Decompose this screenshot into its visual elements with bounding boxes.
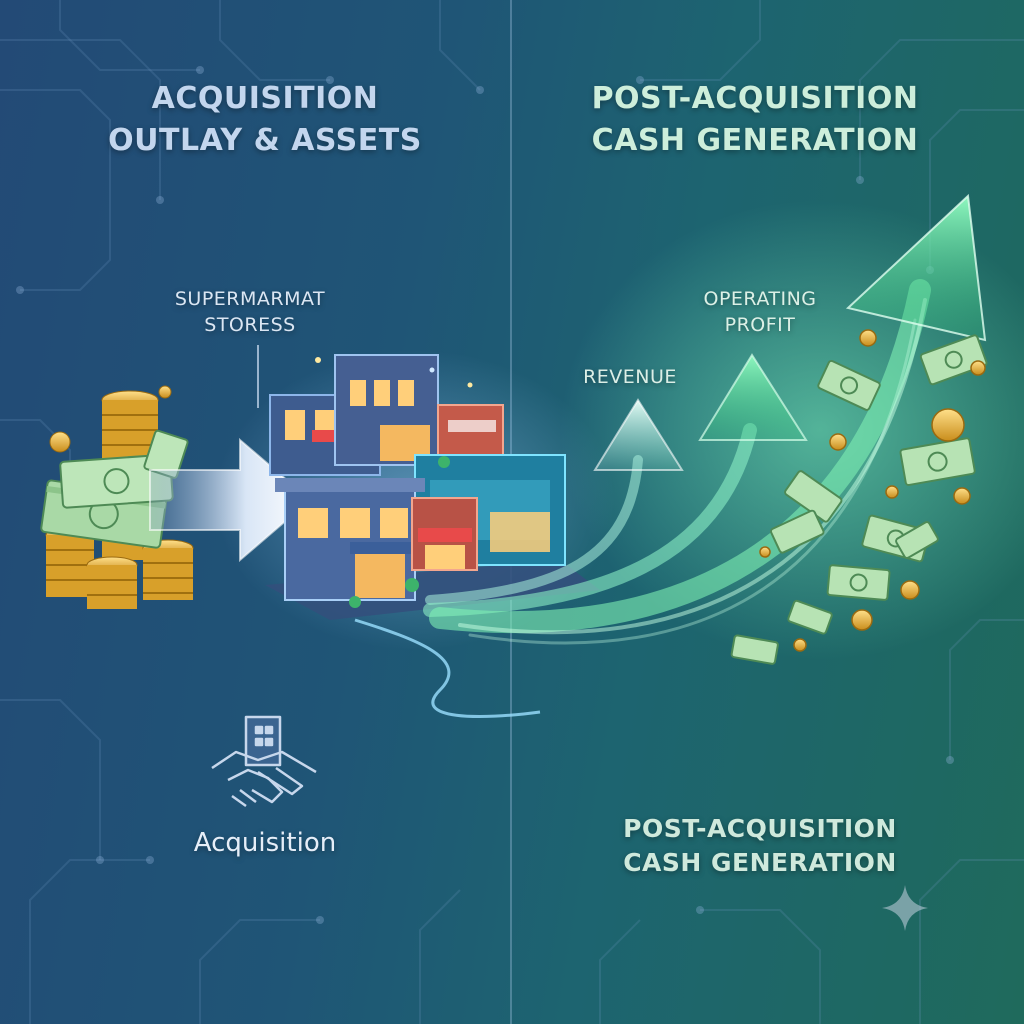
right-title-line1: POST-ACQUISITION [591,81,919,116]
profit-label-line2: PROFIT [724,314,796,336]
bottom-cash-generation-title: POST-ACQUISITION CASH GENERATION [590,812,930,880]
flying-coins [759,329,986,652]
profit-label-line1: OPERATING [703,288,817,310]
operating-profit-label: OPERATING PROFIT [670,286,850,338]
bottom-title-line1: POST-ACQUISITION [623,814,897,843]
right-title-line2: CASH GENERATION [591,123,919,158]
handshake-building-icon [211,715,317,808]
flying-banknotes [730,334,988,665]
stores-label-line1: SUPERMARMAT [174,288,326,310]
banknote-icon [40,429,189,549]
bottom-title-line2: CASH GENERATION [623,848,897,877]
stores-label-line2: STORESS [204,314,296,336]
stores-label: SUPERMARMAT STORESS [150,286,350,338]
revenue-label: REVENUE [583,366,677,388]
store-icon [265,354,600,620]
growth-arrow-icon [423,193,987,645]
left-title-line1: ACQUISITION [151,81,379,116]
acquisition-label: Acquisition [193,828,337,858]
cash-generation-title: POST-ACQUISITION CASH GENERATION [560,78,950,162]
left-title-line2: OUTLAY & ASSETS [108,123,422,158]
acquisition-outlay-title: ACQUISITION OUTLAY & ASSETS [90,78,440,162]
flow-line [354,618,541,719]
sparkle-icon [882,885,928,931]
